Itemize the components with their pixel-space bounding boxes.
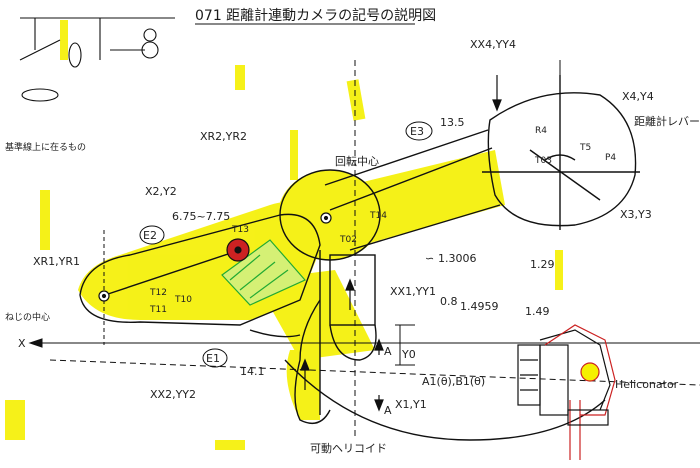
- label-xr1-yr1: XR1,YR1: [33, 255, 80, 268]
- label-xx2-yy2: XX2,YY2: [150, 388, 196, 401]
- label-t13: T13: [231, 225, 249, 235]
- label-t10: T10: [174, 295, 192, 305]
- label-t11: T11: [149, 305, 167, 315]
- e-labels: E2 6.75~7.75 E3 13.5 E1 14.1: [139, 116, 465, 378]
- label-tilde: ∽: [425, 252, 434, 265]
- label-xx1-yy1: XX1,YY1: [390, 285, 436, 298]
- label-x3-y3: X3,Y3: [620, 208, 652, 221]
- label-heliconator: Heliconator: [615, 378, 679, 391]
- label-value-2c: 1.49: [525, 305, 550, 318]
- label-t03: T03: [534, 156, 552, 166]
- label-base-note: 基準線上に在るもの: [5, 141, 86, 153]
- heliconator-mechanism: [517, 324, 616, 460]
- label-t02: T02: [339, 235, 357, 245]
- label-x-axis: X: [18, 337, 26, 350]
- label-a-top: A: [384, 345, 392, 358]
- label-e1: E1: [206, 352, 220, 365]
- label-x1-y1: X1,Y1: [395, 398, 427, 411]
- label-e1-value: 14.1: [240, 365, 265, 378]
- diagram-title: 071 距離計連動カメラの記号の説明図: [195, 7, 436, 24]
- label-value-1b: 1.29: [530, 258, 555, 271]
- arrows: [300, 75, 502, 412]
- label-t14: T14: [369, 211, 387, 221]
- label-t12: T12: [149, 288, 167, 298]
- label-x4-y4: X4,Y4: [622, 90, 654, 103]
- label-value-1: 1.3006: [438, 252, 477, 265]
- label-x2-y2: X2,Y2: [145, 185, 177, 198]
- label-p4: P4: [605, 153, 616, 163]
- label-e2-value: 6.75~7.75: [172, 210, 230, 223]
- label-value-2b: 1.4959: [460, 300, 499, 313]
- label-xx4-yy4: XX4,YY4: [470, 38, 516, 51]
- label-e2: E2: [143, 229, 157, 242]
- label-a-bottom: A: [384, 404, 392, 417]
- label-e3: E3: [410, 125, 424, 138]
- pivots: [98, 212, 600, 382]
- label-value-2: 0.8: [440, 295, 458, 308]
- label-ranging-lever: 距離計レバー: [634, 114, 700, 128]
- label-r4: R4: [535, 126, 547, 136]
- label-a-b: A1(θ),B1(θ): [422, 375, 485, 388]
- label-helicoid: 可動ヘリコイド: [310, 441, 387, 455]
- label-y0: Y0: [401, 348, 416, 361]
- label-xr2-yr2: XR2,YR2: [200, 130, 247, 143]
- label-e3-value: 13.5: [440, 116, 465, 129]
- label-rotation-center: 回転中心: [335, 155, 379, 168]
- corner-sketch: [19, 17, 175, 102]
- label-t5: T5: [579, 143, 591, 153]
- green-region: [221, 239, 306, 306]
- label-left-note: ねじの中心: [5, 311, 50, 323]
